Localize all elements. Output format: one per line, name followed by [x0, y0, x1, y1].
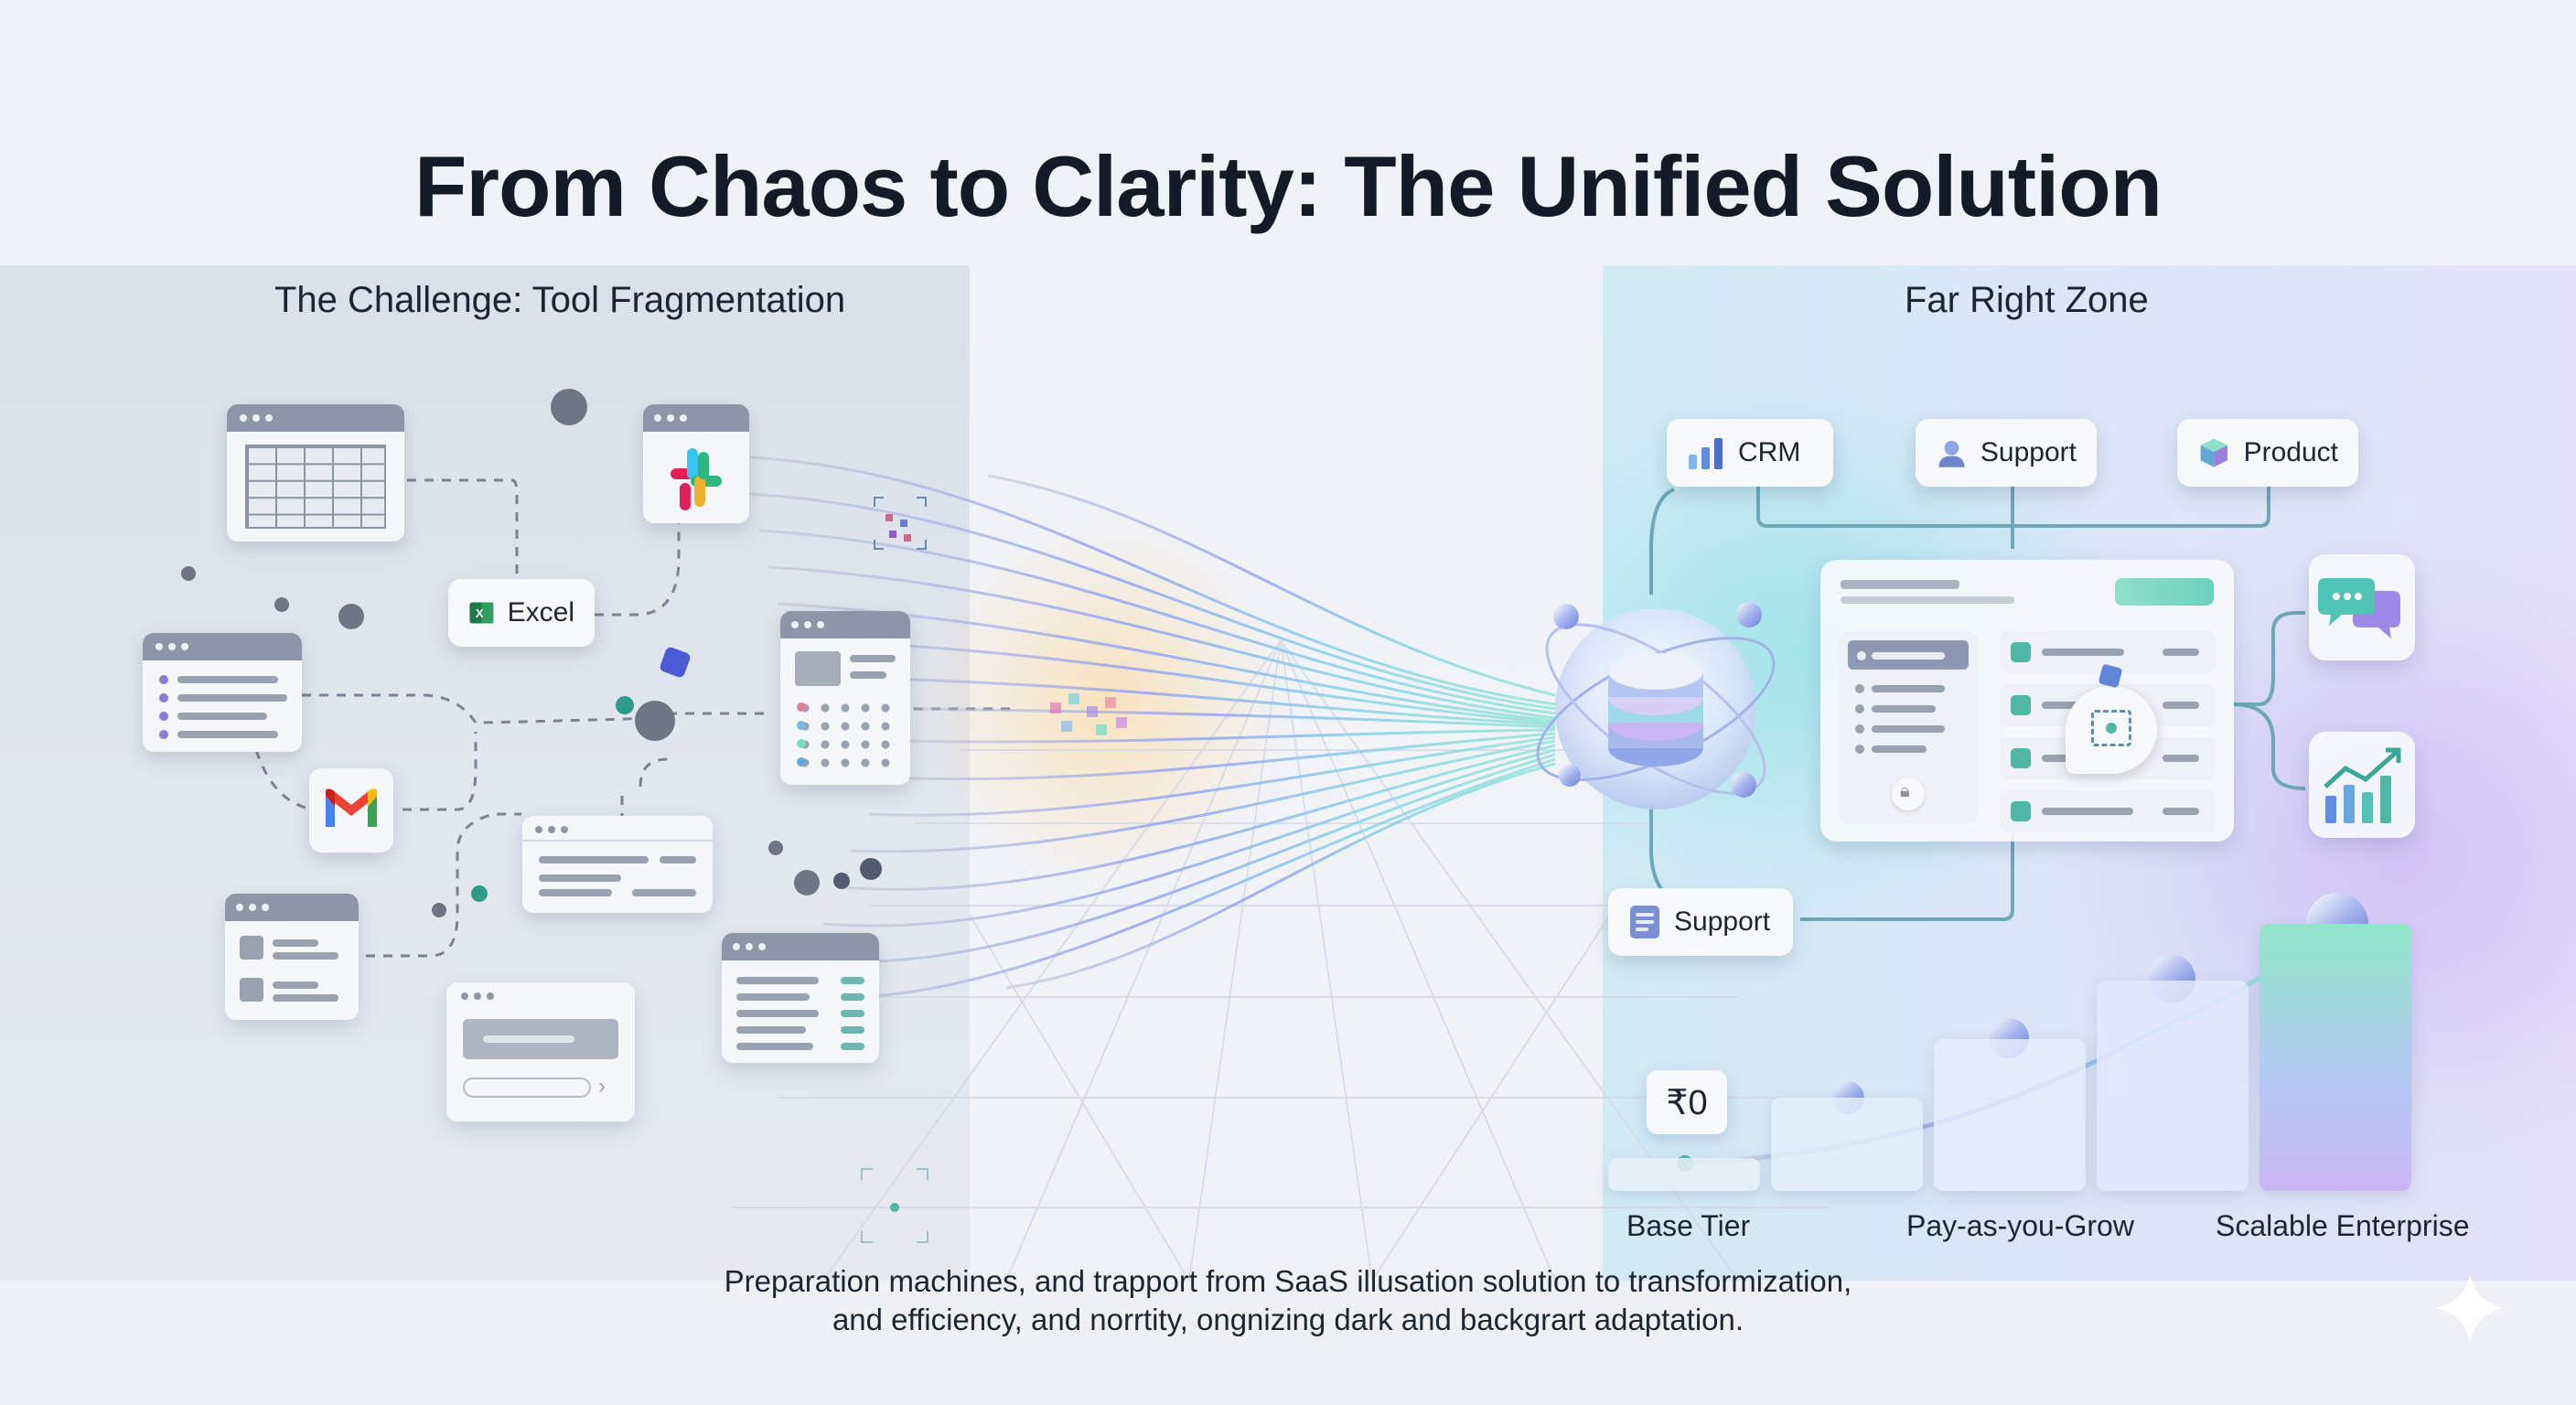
- tier-label-enterprise: Scalable Enterprise: [2216, 1209, 2470, 1242]
- price-badge: ₹0: [1647, 1070, 1727, 1134]
- dashboard-sidebar: 🔒︎: [1839, 631, 1978, 823]
- chat-tile: [2309, 554, 2415, 660]
- calendar-window: [780, 611, 910, 785]
- unified-dashboard: 🔒︎: [1820, 560, 2234, 842]
- form-window-center: [522, 816, 713, 913]
- support-bottom-node: Support: [1608, 888, 1793, 956]
- crm-node: CRM: [1667, 419, 1833, 487]
- tier-bar: [1934, 1039, 2086, 1191]
- arrow-icon: ›: [598, 1074, 606, 1099]
- scan-bubble: [2066, 686, 2157, 774]
- left-section-heading: The Challenge: Tool Fragmentation: [274, 280, 846, 320]
- flow-lines: [749, 456, 1556, 1001]
- tier-bar: [2097, 981, 2249, 1191]
- excel-chip: X Excel: [448, 579, 595, 647]
- document-icon: [1630, 906, 1659, 938]
- product-label: Product: [2243, 437, 2338, 467]
- hub-connectors: [1649, 485, 2306, 921]
- tier-bar: [1608, 1158, 1760, 1191]
- slack-window: [643, 404, 749, 523]
- pixel-cluster: [1050, 693, 1127, 735]
- analytics-tile: [2309, 732, 2415, 838]
- slack-icon: [671, 448, 722, 510]
- user-icon: [1938, 440, 1965, 467]
- cube-icon: [2200, 438, 2227, 467]
- list-window-left: [143, 633, 302, 752]
- teal-dot: [471, 885, 488, 902]
- cube-shape: [660, 647, 691, 678]
- support-bottom-label: Support: [1674, 906, 1771, 937]
- right-section-heading: Far Right Zone: [1905, 280, 2149, 320]
- scattered-dots: [181, 389, 882, 917]
- scan-target-icon: [861, 497, 928, 1243]
- caption-line-1: Preparation machines, and trapport from …: [724, 1264, 1852, 1298]
- tier-bar: [1771, 1098, 1923, 1191]
- lock-icon: 🔒︎: [1900, 781, 1910, 801]
- crm-label: CRM: [1738, 437, 1801, 467]
- table-window-right: [722, 933, 879, 1063]
- caption-line-2: and efficiency, and norrtity, ongnizing …: [832, 1303, 1744, 1336]
- excel-icon: X: [469, 602, 494, 624]
- scan-pixels: [886, 514, 911, 542]
- product-node: Product: [2177, 419, 2358, 487]
- chat-icon: [2318, 578, 2400, 638]
- tier-label-base: Base Tier: [1626, 1209, 1751, 1242]
- tier-label-growth: Pay-as-you-Grow: [1906, 1209, 2134, 1242]
- profile-window: [225, 894, 359, 1020]
- excel-label: Excel: [507, 597, 574, 627]
- teal-dot: [616, 696, 634, 714]
- gmail-icon: [326, 788, 377, 827]
- calendar-dots: [795, 699, 896, 772]
- bar-chart-icon: [1689, 438, 1723, 469]
- support-top-node: Support: [1916, 419, 2097, 487]
- spreadsheet-window: [227, 404, 404, 542]
- page-title: From Chaos to Clarity: The Unified Solut…: [413, 138, 2163, 234]
- dashboard-row: [2000, 790, 2216, 832]
- search-window: ›: [446, 982, 635, 1121]
- line-chart-icon: [2324, 747, 2401, 823]
- tier-bar-enterprise: [2259, 924, 2411, 1191]
- gmail-tile: [309, 768, 393, 853]
- spreadsheet-grid: [245, 445, 386, 529]
- database-icon: [1608, 653, 1703, 767]
- svg-text:X: X: [476, 606, 484, 620]
- support-top-label: Support: [1980, 437, 2077, 467]
- floor-grid: [732, 639, 1830, 1282]
- scan-dot: [890, 1203, 899, 1212]
- sparkle-icon: [2435, 1273, 2505, 1343]
